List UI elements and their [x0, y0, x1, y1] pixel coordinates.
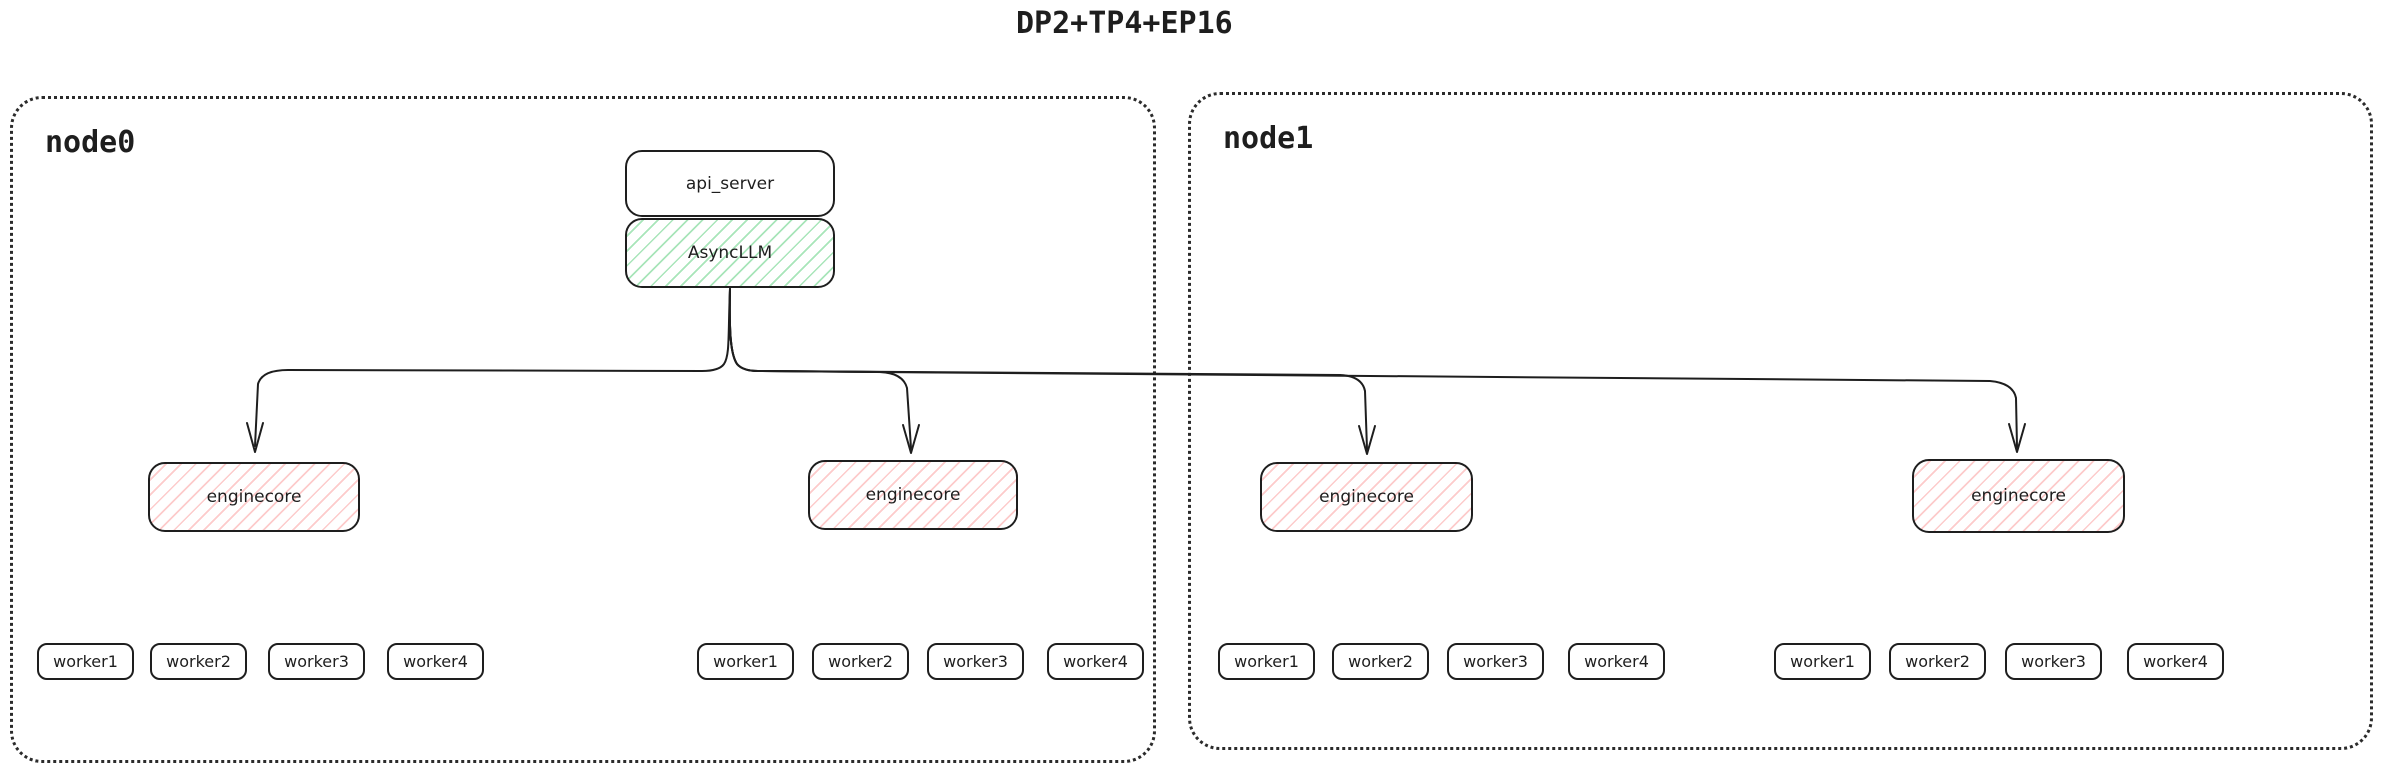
enginecore4-box: enginecore — [1912, 459, 2125, 533]
worker-box: worker3 — [268, 643, 365, 680]
worker-box: worker2 — [812, 643, 909, 680]
worker-box: worker1 — [1218, 643, 1315, 680]
asyncllm-label: AsyncLLM — [687, 243, 773, 263]
worker-box: worker3 — [927, 643, 1024, 680]
enginecore2-label: enginecore — [865, 485, 961, 505]
worker-box: worker1 — [697, 643, 794, 680]
enginecore1-box: enginecore — [148, 462, 360, 532]
diagram-title: DP2+TP4+EP16 — [1016, 6, 1233, 41]
api-server-label: api_server — [685, 173, 775, 194]
worker-box: worker4 — [1568, 643, 1665, 680]
worker-box: worker2 — [150, 643, 247, 680]
worker-box: worker2 — [1332, 643, 1429, 680]
worker-box: worker4 — [387, 643, 484, 680]
enginecore4-label: enginecore — [1971, 486, 2066, 506]
worker-box: worker3 — [1447, 643, 1544, 680]
worker-box: worker4 — [2127, 643, 2224, 680]
node1-label: node1 — [1223, 121, 1314, 156]
worker-box: worker1 — [37, 643, 134, 680]
worker-box: worker1 — [1774, 643, 1871, 680]
enginecore2-box: enginecore — [808, 460, 1018, 530]
enginecore1-label: enginecore — [206, 487, 302, 507]
worker-box: worker4 — [1047, 643, 1144, 680]
api-server-box: api_server — [625, 150, 835, 217]
worker-box: worker2 — [1889, 643, 1986, 680]
enginecore3-box: enginecore — [1260, 462, 1473, 532]
node0-label: node0 — [45, 125, 136, 160]
enginecore3-label: enginecore — [1319, 487, 1414, 507]
asyncllm-box: AsyncLLM — [625, 218, 835, 288]
worker-box: worker3 — [2005, 643, 2102, 680]
